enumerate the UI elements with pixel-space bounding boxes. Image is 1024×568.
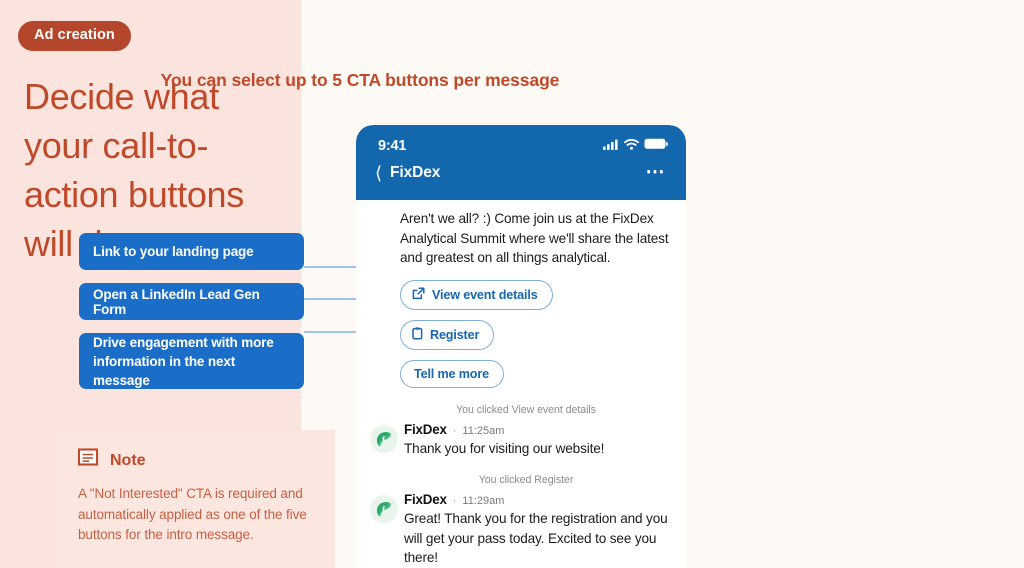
svg-text:f: f: [382, 505, 386, 515]
status-time: 9:41: [378, 138, 407, 154]
system-note: You clicked View event details: [456, 403, 596, 416]
signal-icon: [603, 137, 619, 155]
avatar: f: [370, 495, 398, 523]
form-icon: [412, 326, 423, 343]
phone-top-bar: 9:41: [356, 125, 686, 200]
connector-stroke: [304, 298, 393, 300]
note-icon: [77, 448, 100, 473]
more-options-icon[interactable]: ⋯: [645, 162, 666, 183]
connector-stroke: [304, 331, 393, 333]
message-cta-button[interactable]: Tell me more: [400, 359, 504, 388]
message-timestamp: 11:29am: [462, 495, 505, 507]
cta-option-card[interactable]: Link to your landing page: [79, 233, 304, 270]
message-cta-label: Tell me more: [414, 366, 489, 381]
wifi-icon: [624, 137, 639, 155]
status-icons: [603, 137, 668, 155]
status-bar: 9:41: [356, 125, 686, 155]
message-cta-label: View event details: [432, 287, 538, 302]
avatar: f: [370, 424, 398, 453]
system-note: You clicked Register: [478, 474, 574, 486]
note-title: Note: [110, 451, 146, 469]
message-cta-label: Register: [430, 327, 480, 342]
external-link-icon: [412, 286, 425, 303]
ad-creation-badge: Ad creation: [18, 21, 131, 51]
cta-option-label: Drive engagement with more information i…: [93, 334, 274, 388]
message-body: Great! Thank you for the registration an…: [404, 511, 668, 565]
message-cta-button[interactable]: Register: [400, 319, 495, 350]
message-separator: ·: [452, 495, 457, 507]
intro-message-text: Aren't we all? :) Come join us at the Fi…: [400, 211, 669, 265]
page-title: Decide what your call-to-action buttons …: [24, 76, 244, 264]
note-callout: Note A "Not Interested" CTA is required …: [58, 430, 335, 568]
message-author: FixDex: [404, 421, 447, 437]
cta-option-card[interactable]: Drive engagement with more information i…: [79, 333, 304, 389]
message-header: FixDex · 11:29am: [404, 492, 670, 507]
note-body-text: A "Not Interested" CTA is required and a…: [78, 486, 307, 542]
cta-option-card[interactable]: Open a LinkedIn Lead Gen Form: [79, 283, 304, 320]
message-author: FixDex: [404, 492, 447, 507]
section-title: You can select up to 5 CTA buttons per m…: [160, 70, 560, 90]
message-body: Thank you for visiting our website!: [404, 440, 605, 456]
conversation-title: FixDex: [390, 164, 441, 181]
chat-message: f FixDex · 11:29am Great! Thank you for …: [370, 492, 670, 568]
message-separator: ·: [452, 424, 457, 437]
message-cta-button-list: View event details Register Tell me more: [400, 279, 670, 388]
message-timestamp: 11:25am: [462, 424, 505, 437]
phone-mockup: 9:41: [356, 125, 686, 568]
svg-text:f: f: [382, 434, 386, 444]
cta-option-label: Open a LinkedIn Lead Gen Form: [93, 286, 260, 317]
chevron-left-icon[interactable]: ⟨: [375, 163, 383, 183]
cta-option-label: Link to your landing page: [93, 244, 254, 259]
connector-stroke: [304, 266, 393, 268]
message-header: FixDex · 11:25am: [404, 422, 670, 437]
chat-message: f FixDex · 11:25am Thank you for visitin…: [370, 422, 670, 459]
phone-nav-bar: ⟨ FixDex ⋯: [356, 155, 686, 182]
battery-icon: [644, 137, 668, 155]
note-header: Note: [77, 448, 313, 473]
message-cta-button[interactable]: View event details: [400, 279, 553, 310]
chat-body: Aren't we all? :) Come join us at the Fi…: [356, 200, 686, 568]
